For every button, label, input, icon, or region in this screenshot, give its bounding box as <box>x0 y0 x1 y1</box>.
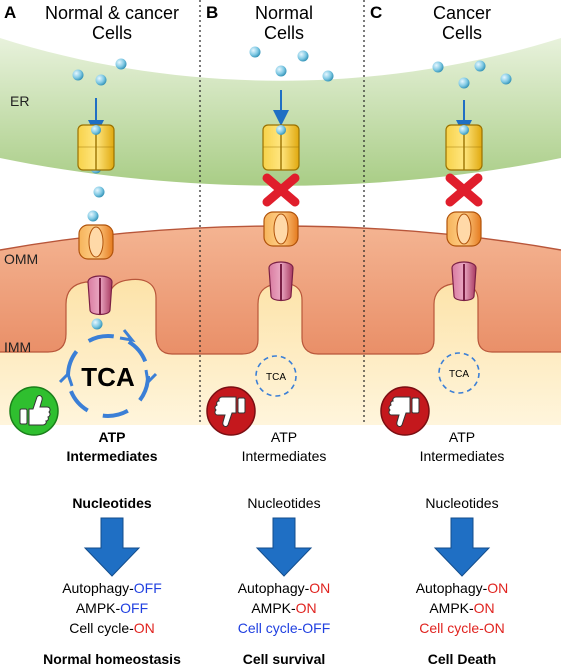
imm-label: IMM <box>4 339 31 355</box>
ip3r-channel-icon <box>445 124 483 171</box>
panel-a-outputs: ATP Intermediates Nucleotides <box>66 429 157 511</box>
panel-title-line2: Cells <box>442 23 482 43</box>
tca-cycle-active: TCA <box>58 329 158 418</box>
calcium-ion-icon <box>275 65 287 77</box>
atp-label: ATP <box>271 429 297 445</box>
mcu-channel-icon <box>87 275 113 316</box>
autophagy-status: Autophagy-OFF <box>62 580 162 596</box>
mcu-channel-icon <box>268 261 294 302</box>
thumbs-down-icon <box>206 386 256 436</box>
calcium-ion-icon <box>474 60 486 72</box>
panel-title-line1: Normal <box>255 3 313 23</box>
calcium-ion-icon <box>322 70 334 82</box>
vdac-channel-icon <box>78 224 114 260</box>
autophagy-status: Autophagy-ON <box>416 580 509 596</box>
panel-c-title: C Cancer Cells <box>370 3 491 43</box>
thumbs-up-icon <box>9 386 59 436</box>
panel-c-outputs: ATP Intermediates Nucleotides <box>420 429 505 511</box>
ampk-status: AMPK-OFF <box>76 600 148 616</box>
intermediates-label: Intermediates <box>420 448 505 464</box>
calcium-ions <box>72 46 512 330</box>
panel-letter: C <box>370 3 382 22</box>
cell-cycle-status: Cell cycle-ON <box>419 620 505 636</box>
panel-title-line2: Cells <box>92 23 132 43</box>
tca-label: TCA <box>449 369 469 380</box>
panel-letter: B <box>206 3 218 22</box>
er-label: ER <box>10 93 29 109</box>
thumbs-down-icon <box>380 386 430 436</box>
cell-cycle-status: Cell cycle-OFF <box>238 620 331 636</box>
tca-cycle-inactive: TCA <box>438 352 480 394</box>
calcium-ion-icon <box>249 46 261 58</box>
tca-label: TCA <box>266 372 286 383</box>
atp-label: ATP <box>99 429 126 445</box>
cell-cycle-status: Cell cycle-ON <box>69 620 155 636</box>
down-arrow-icon <box>83 517 141 577</box>
omm-membrane <box>0 226 561 354</box>
block-x-icon <box>445 173 483 207</box>
panel-b-outputs: ATP Intermediates Nucleotides <box>242 429 327 511</box>
panel-b-title: B Normal Cells <box>206 3 313 43</box>
ip3r-channel-icon <box>77 124 115 171</box>
calcium-ion-icon <box>297 50 309 62</box>
calcium-ion-icon <box>115 58 127 70</box>
panel-letter: A <box>4 3 16 22</box>
ip3r-channel-icon <box>262 124 300 171</box>
vdac-channel-icon <box>263 211 299 247</box>
panel-c-status: Autophagy-ON AMPK-ON Cell cycle-ON <box>416 580 509 636</box>
intermediates-label: Intermediates <box>66 448 157 464</box>
panel-title-line1: Cancer <box>433 3 491 23</box>
panel-a-status: Autophagy-OFF AMPK-OFF Cell cycle-ON <box>62 580 162 636</box>
tca-label: TCA <box>81 362 135 392</box>
nucleotides-label: Nucleotides <box>72 495 152 511</box>
down-arrow-icon <box>255 517 313 577</box>
down-arrow-icon <box>433 517 491 577</box>
panel-title-line2: Cells <box>264 23 304 43</box>
ampk-status: AMPK-ON <box>429 600 494 616</box>
calcium-ion-icon <box>93 186 105 198</box>
tca-cycle-inactive: TCA <box>255 355 297 397</box>
nucleotides-label: Nucleotides <box>247 495 320 511</box>
atp-label: ATP <box>449 429 475 445</box>
mcu-channel-icon <box>451 261 477 302</box>
calcium-ion-icon <box>95 74 107 86</box>
calcium-ion-icon <box>500 73 512 85</box>
intermediates-label: Intermediates <box>242 448 327 464</box>
calcium-ion-icon <box>72 69 84 81</box>
panel-a-title: A Normal & cancer Cells <box>4 3 179 43</box>
outcome-label: Cell Death <box>428 651 496 667</box>
panel-b-status: Autophagy-ON AMPK-ON Cell cycle-OFF <box>238 580 331 636</box>
vdac-channel-icon <box>446 211 482 247</box>
autophagy-status: Autophagy-ON <box>238 580 331 596</box>
calcium-ion-icon <box>87 210 99 222</box>
outcome-label: Normal homeostasis <box>43 651 181 667</box>
calcium-ion-icon <box>91 318 103 330</box>
nucleotides-label: Nucleotides <box>425 495 498 511</box>
ampk-status: AMPK-ON <box>251 600 316 616</box>
outcome-label: Cell survival <box>243 651 326 667</box>
block-x-icon <box>262 173 300 207</box>
omm-label: OMM <box>4 251 38 267</box>
panel-title-line1: Normal & cancer <box>45 3 179 23</box>
calcium-ion-icon <box>432 61 444 73</box>
calcium-ion-icon <box>458 77 470 89</box>
